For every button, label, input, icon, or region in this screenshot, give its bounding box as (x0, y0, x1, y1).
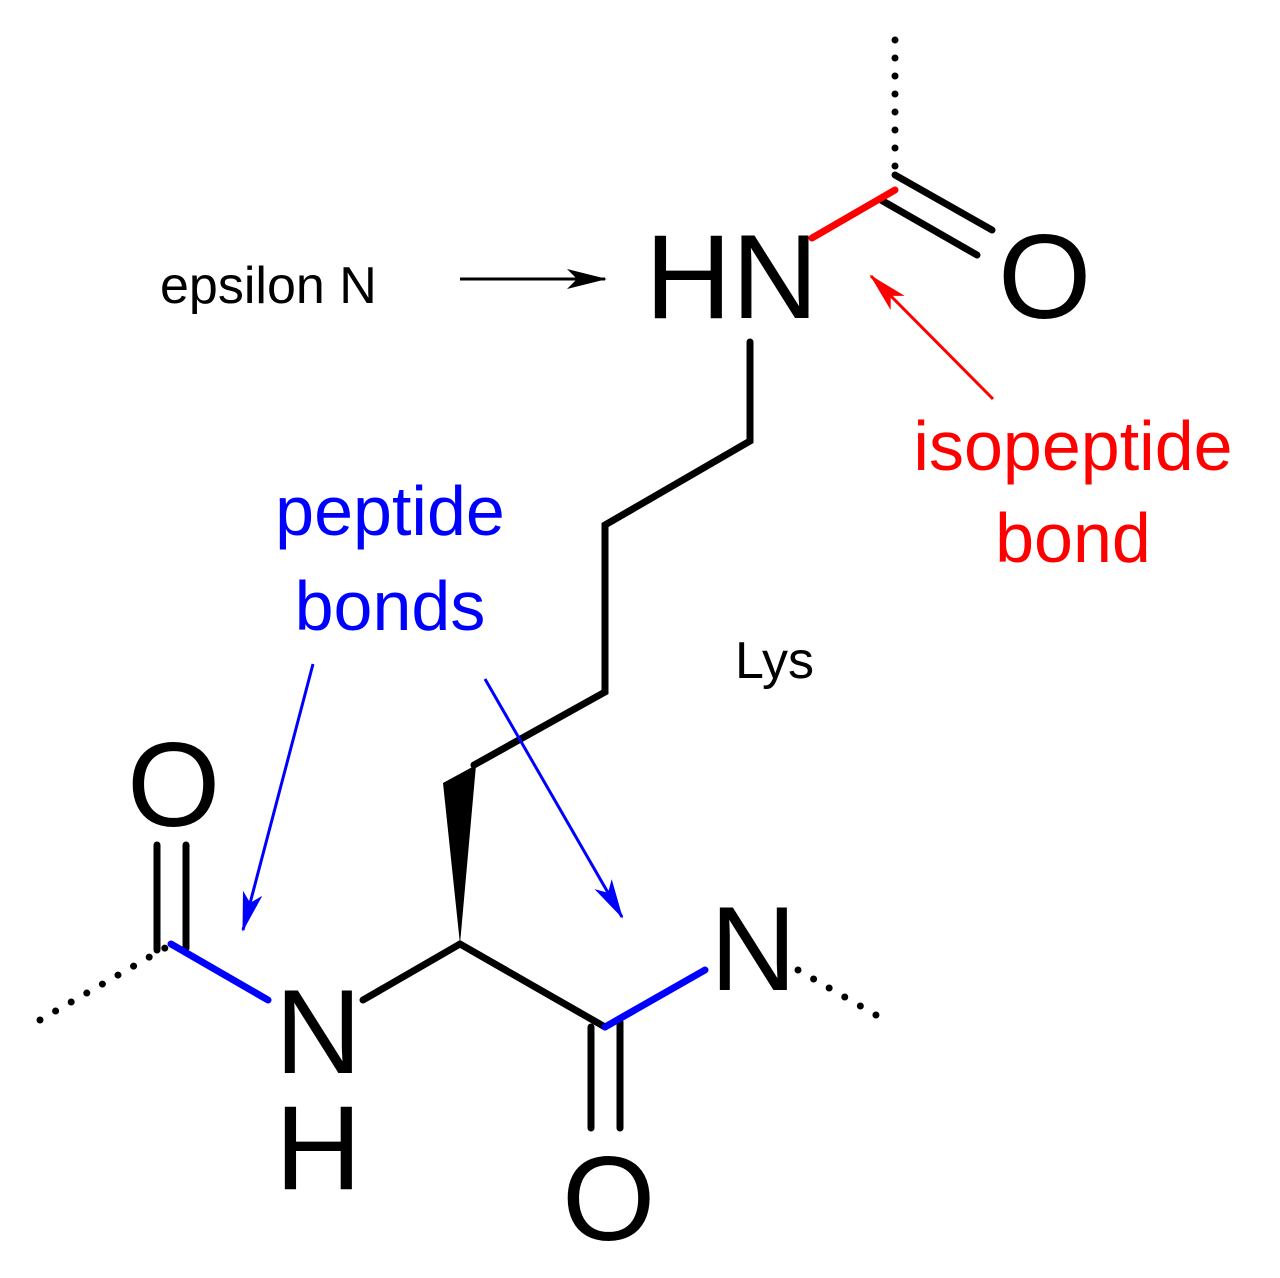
right-chain-continuation (794, 966, 892, 1026)
isopeptide-label-line2: bond (995, 499, 1151, 577)
peptide-bond-left (167, 940, 272, 1004)
atom-o-top: O (998, 210, 1091, 344)
peptide-bond-right (601, 966, 709, 1031)
calpha-carbonyl-bond (456, 940, 609, 1031)
isopeptide-bond (808, 186, 899, 242)
isopeptide-label-line1: isopeptide (913, 407, 1232, 485)
left-chain-continuation (36, 944, 169, 1024)
lysine-side-chain (470, 338, 754, 769)
peptide-arrow-right (483, 678, 624, 919)
atom-n-left: N (275, 965, 362, 1099)
peptide-arrow-left (241, 663, 315, 932)
atom-hn-top: HN (645, 210, 818, 344)
atom-n-right: N (710, 882, 797, 1016)
atom-o-bottom: O (562, 1132, 655, 1266)
atom-o-left: O (127, 718, 220, 852)
epsilon-n-label: epsilon N (160, 257, 377, 315)
co-double-bond-top-a (891, 171, 996, 234)
peptide-label-line1: peptide (275, 472, 505, 550)
isopeptide-arrow (869, 274, 995, 401)
atom-h-left: H (275, 1081, 362, 1215)
residue-label: Lys (735, 632, 814, 690)
peptide-label-line2: bonds (295, 567, 486, 645)
wedge-bond (443, 765, 476, 944)
calpha-nh-bond (359, 940, 464, 1004)
co-double-bond-top-b (877, 196, 981, 259)
